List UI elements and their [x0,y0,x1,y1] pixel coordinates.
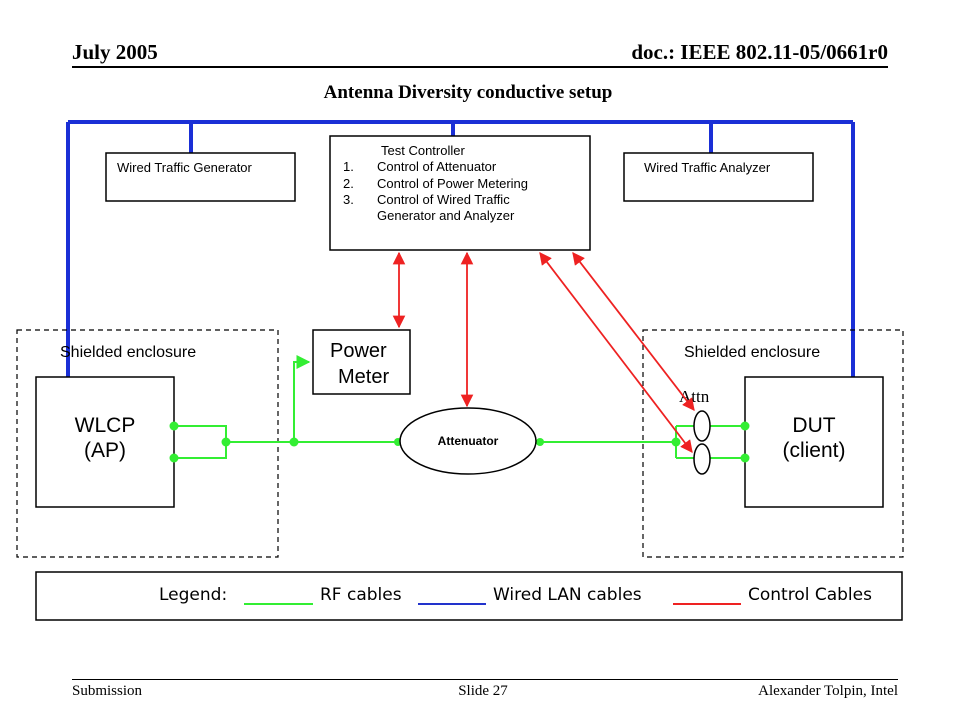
wired-lan-cables [66,120,855,378]
test-controller-item-number: 3. [343,192,354,207]
legend-wired-label: Wired LAN cables [493,585,642,605]
junction-dot [671,437,681,447]
test-controller-list: 1. Control of Attenuator 2. Control of P… [343,159,528,223]
test-controller-item-number: 1. [343,159,354,174]
header-date: July 2005 [72,40,158,64]
attenuator-label: Attenuator [438,434,499,448]
footer-rule [72,679,898,680]
header-doc-id: doc.: IEEE 802.11-05/0661r0 [631,40,888,64]
wired-traffic-generator-label: Wired Traffic Generator [117,160,253,175]
footer-author: Alexander Tolpin, Intel [758,683,898,699]
wired-traffic-generator-box [105,152,296,202]
wlcp-box [35,376,175,508]
left-shielded-enclosure [16,329,279,558]
control-cables [392,251,695,454]
dut-label-line1: DUT [792,414,835,437]
attenuator-ellipse [399,407,537,475]
attn-bottom [693,443,711,475]
junction-dot [536,438,544,446]
junction-dot [221,437,231,447]
test-controller-item: Control of Attenuator [377,159,497,174]
power-meter-box [312,329,411,395]
junction-dot [289,437,299,447]
junction-dot [169,453,179,463]
test-controller-item: Control of Power Metering [377,176,528,191]
test-controller-item: Control of Wired Traffic [377,192,510,207]
slide-title: Antenna Diversity conductive setup [323,82,613,103]
footer-slide-number: Slide 27 [458,683,508,699]
junction-dot [740,421,750,431]
power-meter-label-line2: Meter [338,366,389,388]
control-to-attn-bottom [539,251,693,454]
test-controller-title: Test Controller [381,143,465,158]
control-to-attn-top [572,252,695,411]
dut-box [744,376,884,508]
wlcp-label-line1: WLCP [75,414,136,437]
rf-wlcp-combiner [174,425,227,459]
test-controller-item-number: 2. [343,176,354,191]
attn-top [693,410,711,442]
rf-to-power-meter [293,355,311,442]
test-controller-box [329,135,591,251]
legend: Legend: RF cables Wired LAN cables Contr… [159,585,872,605]
junction-dot [169,421,179,431]
header-rule [72,66,888,68]
wired-traffic-analyzer-label: Wired Traffic Analyzer [644,160,771,175]
left-enclosure-label: Shielded enclosure [60,344,196,361]
power-meter-label-line1: Power [330,340,387,362]
right-shielded-enclosure [642,329,904,558]
junction-dot [740,453,750,463]
legend-prefix: Legend: [159,585,227,605]
dut-label-line2: (client) [782,439,845,462]
footer-submission: Submission [72,683,143,699]
legend-box [35,571,903,621]
right-enclosure-label: Shielded enclosure [684,344,820,361]
legend-control-label: Control Cables [748,585,872,605]
wlcp-label-line2: (AP) [84,439,126,462]
test-controller-item: Generator and Analyzer [377,208,515,223]
legend-rf-label: RF cables [320,585,402,605]
wired-traffic-analyzer-box [623,152,814,202]
